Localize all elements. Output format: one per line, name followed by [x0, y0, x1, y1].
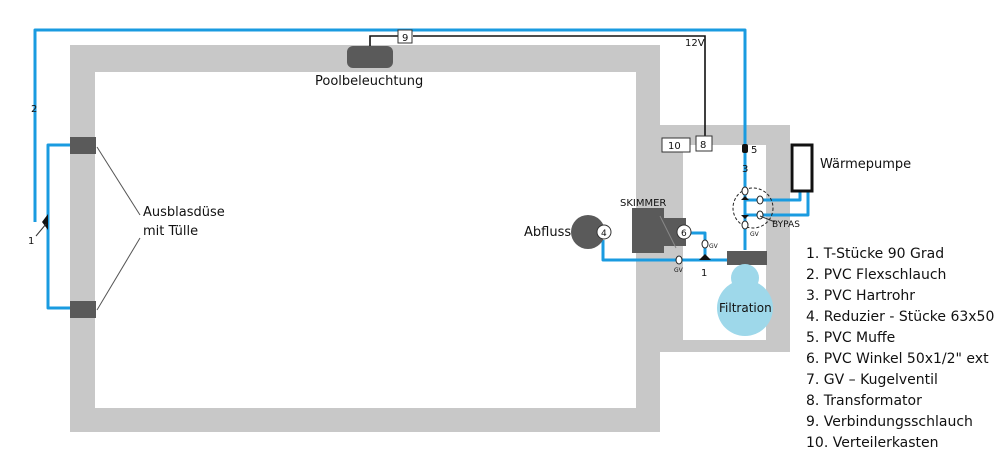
drain-abfluss: [571, 215, 605, 249]
marker-4: 4: [601, 229, 607, 239]
control-cable: [369, 35, 706, 138]
nozzle-lower: [70, 301, 96, 318]
marker-6-circle: [676, 224, 692, 240]
marker-1-left: 1: [28, 236, 34, 247]
label-ausblasduese-1: Ausblasdüse: [143, 205, 225, 220]
t-piece-left: [42, 214, 48, 230]
marker-6: 6: [681, 229, 687, 239]
legend-item: 3. PVC Hartrohr: [806, 288, 916, 304]
bypass-leader: [759, 215, 776, 223]
legend-list: 1. T-Stücke 90 Grad 2. PVC Flexschlauch …: [806, 244, 994, 454]
label-12v: 12V: [685, 38, 705, 49]
marker-10: 10: [668, 141, 681, 152]
marker-8: 8: [700, 140, 706, 151]
label-skimmer: SKIMMER: [620, 198, 666, 209]
label-filtration: Filtration: [719, 301, 772, 315]
marker-2: 2: [31, 104, 37, 115]
filter-tank: [717, 280, 773, 336]
marker-5: 5: [751, 145, 757, 156]
marker-1-bottom: 1: [701, 268, 707, 279]
heat-pump: [790, 143, 814, 193]
drain-pipe: [601, 240, 745, 262]
legend-item: 9. Verbindungsschlauch: [806, 414, 973, 430]
bypass-circle: [732, 187, 774, 229]
legend-item: 2. PVC Flexschlauch: [806, 267, 947, 283]
legend-item: 4. Reduzier - Stücke 63x50: [806, 309, 995, 325]
filter-head: [727, 251, 767, 265]
ball-valves-skimmer: [675, 239, 709, 265]
skimmer-pipe: [685, 231, 707, 260]
nozzle-upper: [70, 137, 96, 154]
legend-item: 7. GV – Kugelventil: [806, 372, 938, 388]
marker-9: 9: [402, 33, 408, 44]
label-gv-bottom: GV: [674, 267, 684, 274]
box-8: [695, 135, 713, 152]
label-gv-bypass: GV: [750, 231, 760, 238]
legend-item: 6. PVC Winkel 50x1/2" ext: [806, 351, 989, 367]
legend-item: 1. T-Stücke 90 Grad: [806, 246, 945, 262]
coupling-5: [742, 144, 748, 153]
nozzle-supply-upper: [46, 143, 72, 222]
label-bypass: BYPAS: [772, 220, 800, 230]
label-abfluss: Abfluss: [524, 225, 571, 240]
nozzle-supply-lower: [46, 222, 72, 310]
legend-item: 8. Transformator: [806, 393, 922, 409]
flex-hose-main: [33, 28, 747, 222]
label-waermepumpe: Wärmepumpe: [820, 157, 911, 172]
label-ausblasduese-2: mit Tülle: [143, 224, 198, 239]
box-10: [661, 137, 691, 153]
legend-item: 10. Verteilerkasten: [806, 435, 939, 451]
t-piece-bottom: [699, 254, 711, 260]
label-gv-skimmer: GV: [709, 243, 719, 250]
marker-3: 3: [742, 164, 748, 175]
marker-4-circle: [596, 224, 612, 240]
pool-light: [347, 46, 393, 68]
legend-item: 5. PVC Muffe: [806, 330, 896, 346]
bypass-valves: [741, 186, 764, 230]
nozzle-leader-lines: [96, 146, 141, 311]
label-poolbeleuchtung: Poolbeleuchtung: [315, 74, 423, 89]
skimmer: [632, 208, 686, 253]
box-9: [397, 29, 413, 44]
t-piece-left-leader: [35, 223, 47, 237]
